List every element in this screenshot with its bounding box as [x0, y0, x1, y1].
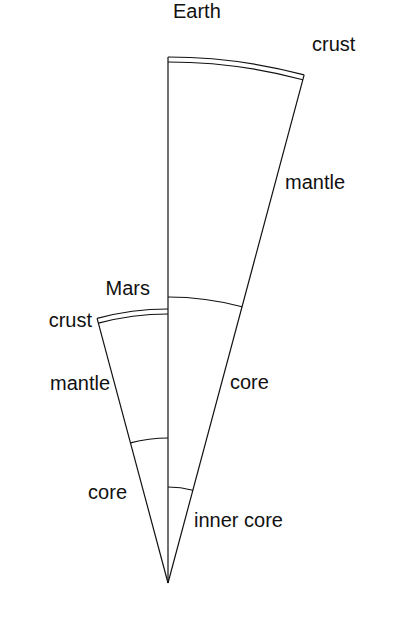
earth-inner-core-boundary: [168, 487, 193, 490]
planet-name: Mars: [106, 277, 150, 299]
layer-label: core: [230, 371, 269, 393]
layer-label: core: [88, 481, 127, 503]
wedge-lines: [97, 57, 304, 583]
layer-label: crust: [312, 33, 355, 55]
earth-crust-inner: [168, 62, 303, 80]
layer-label: mantle: [50, 372, 110, 394]
earth-edge: [168, 75, 304, 583]
layer-label: crust: [49, 309, 92, 331]
mars-edge: [97, 318, 168, 583]
earth-edge: [167, 57, 168, 583]
layer-label: mantle: [285, 171, 345, 193]
earth-core-boundary: [168, 297, 242, 307]
planet-name: Earth: [173, 0, 221, 22]
mars-core-boundary: [130, 438, 168, 443]
layer-label: inner core: [194, 509, 283, 531]
mars-crust-inner: [98, 314, 168, 323]
